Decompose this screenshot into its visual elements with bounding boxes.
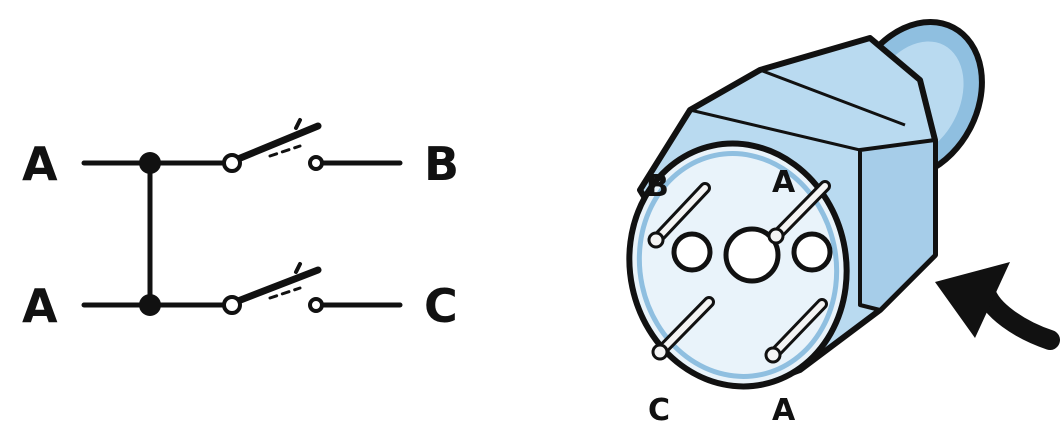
switch-top-contact-left [222,153,242,173]
label-input-bottom: A [22,279,58,333]
schematic [81,118,403,308]
pin-label-bottom-left: C [648,393,670,428]
connector-hole-right [791,231,833,273]
connector-facet-lines [689,68,906,305]
junction-dot-top [139,152,161,174]
pin-top-left [647,182,711,249]
switch-bottom-lever [234,266,322,305]
switch-top-tab [294,118,302,130]
switch-bottom-contact-right [308,297,324,313]
switch-bottom-tab [294,262,302,274]
connector-body-side [858,138,937,312]
switch-bottom-dash [268,286,302,300]
pin-bottom-left [651,296,715,361]
pin-label-top-left: B [646,169,669,204]
label-output-top: B [424,137,459,191]
connector: B A C A [626,18,985,428]
switch-top-dash [268,144,302,158]
switch-top-contact-right [308,155,324,171]
label-input-top: A [22,137,58,191]
label-output-bottom: C [424,279,458,333]
junction-dot-bottom [139,294,161,316]
switch-top-lever [234,122,322,163]
pin-label-top-right: A [772,165,796,200]
connector-front-rim [636,151,840,379]
pin-top-right [767,180,831,245]
curved-arrow-icon [935,262,1060,350]
connector-hole-center [723,226,781,284]
pin-bottom-right [764,298,828,364]
connector-hole-left [671,231,713,273]
switch-bottom-contact-left [222,295,242,315]
pin-label-bottom-right: A [772,393,796,428]
